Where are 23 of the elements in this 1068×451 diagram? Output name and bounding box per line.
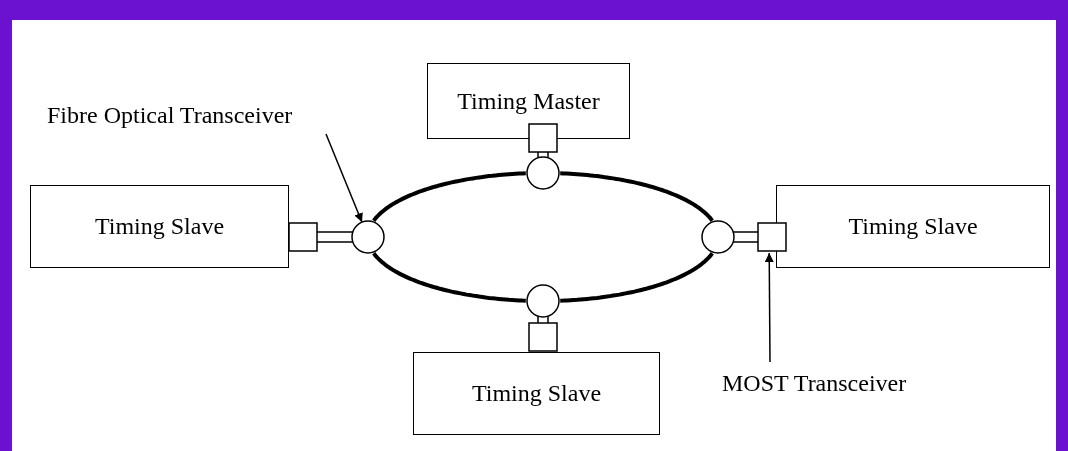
link-connector <box>537 315 549 324</box>
transceiver-square <box>528 322 558 352</box>
ring-segment <box>372 252 526 303</box>
callout-text: MOST Transceiver <box>722 368 922 398</box>
node-box: Timing Slave <box>30 185 289 268</box>
transceiver-square <box>288 222 318 252</box>
node-box: Timing Slave <box>776 185 1050 268</box>
transceiver-circle <box>526 156 560 190</box>
ring-segment <box>560 252 714 303</box>
transceiver-square <box>528 123 558 153</box>
transceiver-circle <box>701 220 735 254</box>
leader-line <box>325 133 363 223</box>
callout-text: Fibre Optical Transceiver <box>47 100 347 130</box>
leader-line <box>764 252 774 363</box>
node-box: Timing Master <box>427 63 630 139</box>
link-connector <box>732 231 759 243</box>
ring-segment <box>560 171 714 222</box>
transceiver-square <box>757 222 787 252</box>
link-connector <box>537 151 549 159</box>
transceiver-circle <box>526 284 560 318</box>
node-box: Timing Slave <box>413 352 660 435</box>
transceiver-circle <box>351 220 385 254</box>
ring-segment <box>372 171 526 222</box>
